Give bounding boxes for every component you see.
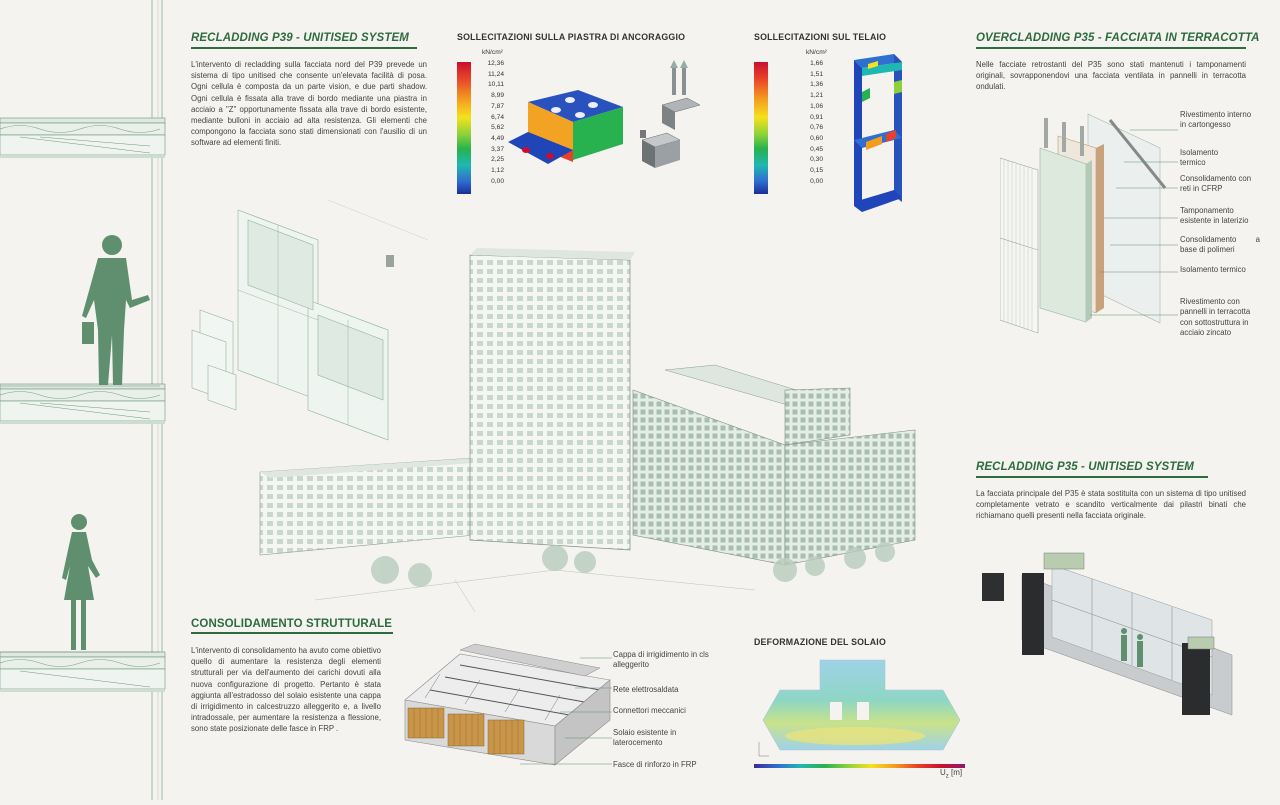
label-cappa: Cappa di irrigidimento in cls alleggerit…: [613, 650, 709, 670]
slab-section: [0, 383, 166, 424]
consolidamento-leader-lines: [520, 657, 612, 765]
terracotta-wall-exploded: [1000, 113, 1167, 334]
label-cartongesso: Rivestimento interno in cartongesso: [1180, 110, 1252, 130]
scale-value: 4,49: [491, 134, 504, 142]
recladding-p35-text: La facciata principale del P35 è stata s…: [976, 489, 1246, 521]
slab-section: [0, 117, 166, 158]
label-fasce: Fasce di rinforzo in FRP: [613, 760, 697, 769]
recladding-p35-title: RECLADDING P35 - UNITISED SYSTEM: [976, 461, 1194, 473]
telaio-color-scale: [754, 62, 768, 194]
label-isolamento: Isolamento termico: [1180, 148, 1219, 168]
label-rete: Rete elettrosaldata: [613, 685, 679, 694]
scale-value: 0,30: [810, 156, 823, 164]
overcladding-leader-lines: [1090, 129, 1178, 316]
facade-section-drawing: [0, 0, 166, 800]
scale-value: 1,36: [810, 81, 823, 89]
telaio-fem-render: [854, 54, 902, 212]
label-isolamento-2: Isolamento termico: [1180, 265, 1246, 274]
piastra-scale-labels: 12,36 11,24 10,11 8,99 7,87 6,74 5,62 4,…: [474, 59, 504, 187]
scale-value: 1,12: [491, 167, 504, 175]
scale-value: 11,24: [487, 70, 504, 78]
piastra-color-scale: [457, 62, 471, 194]
overcladding-p35-text: Nelle facciate retrostanti del P35 sono …: [976, 60, 1246, 92]
scale-value: 1,06: [810, 102, 823, 110]
scale-value: 1,21: [810, 92, 823, 100]
scale-value: 1,66: [810, 60, 823, 67]
building-complex-axonometry: [259, 248, 916, 613]
piastra-scale-unit: kN/cm²: [482, 49, 503, 56]
scale-value: 12,36: [487, 60, 504, 67]
recladding-p39-text: L'intervento di recladding sulla facciat…: [191, 60, 427, 148]
axis-subscript: z: [945, 773, 949, 780]
deformazione-title: DEFORMAZIONE DEL SOLAIO: [754, 637, 886, 647]
deformation-axis-label: Uz [m]: [940, 768, 962, 780]
scale-value: 10,11: [487, 81, 504, 89]
left-section-strip: [0, 0, 170, 800]
slab-deformation-map: [758, 659, 961, 757]
scale-value: 0,76: [810, 124, 823, 132]
scale-value: 0,00: [491, 177, 504, 185]
scale-value: 1,51: [810, 70, 823, 78]
label-cfrp: Consolidamento con reti in CFRP: [1180, 174, 1252, 194]
anchor-plate-exploded: [640, 60, 701, 168]
piastra-title: SOLLECITAZIONI SULLA PIASTRA DI ANCORAGG…: [457, 32, 686, 42]
slab-section: [0, 651, 166, 692]
scale-value: 6,74: [491, 113, 504, 121]
axis-symbol: U: [940, 768, 946, 777]
scale-value: 0,45: [810, 145, 823, 153]
man-figure: [82, 235, 150, 385]
scale-value: 0,15: [810, 167, 823, 175]
telaio-scale-unit: kN/cm²: [806, 49, 827, 56]
telaio-title: SOLLECITAZIONI SUL TELAIO: [754, 32, 887, 42]
consolidamento-title: CONSOLIDAMENTO STRUTTURALE: [191, 618, 393, 630]
overcladding-p35-title: OVERCLADDING P35 - FACCIATA IN TERRACOTT…: [976, 32, 1260, 44]
scale-value: 0,60: [810, 134, 823, 142]
scale-value: 7,87: [491, 102, 504, 110]
consolidamento-text: L'intervento di consolidamento ha avuto …: [191, 646, 381, 734]
label-solaio: Solaio esistente in laterocemento: [613, 728, 677, 748]
recladding-p39-rule: [191, 47, 417, 49]
recladding-p35-rule: [976, 476, 1208, 478]
axis-unit: [m]: [951, 768, 963, 777]
scale-value: 8,99: [491, 92, 504, 100]
telaio-scale-labels: 1,66 1,51 1,36 1,21 1,06 0,91 0,76 0,60 …: [795, 59, 823, 187]
consolidamento-rule: [191, 632, 393, 634]
label-terracotta: Rivestimento con pannelli in terracotta …: [1180, 297, 1251, 338]
woman-figure: [62, 514, 100, 650]
recladding-p39-title: RECLADDING P39 - UNITISED SYSTEM: [191, 32, 409, 44]
exploded-facade-axonometry: [191, 199, 428, 441]
label-connettori: Connettori meccanici: [613, 706, 686, 715]
deformation-color-scale: [754, 764, 965, 768]
scale-value: 0,91: [810, 113, 823, 121]
label-laterizio: Tamponamento esistente in laterizio: [1180, 206, 1249, 226]
scale-value: 0,00: [810, 177, 823, 185]
overcladding-p35-rule: [976, 47, 1246, 49]
label-polimeri: Consolidamento a base di polimeri: [1180, 235, 1260, 255]
unitised-facade-render: [982, 552, 1233, 716]
scale-value: 5,62: [491, 124, 504, 132]
scale-value: 3,37: [491, 145, 504, 153]
scale-value: 2,25: [491, 156, 504, 164]
slab-reinforcement-axonometry: [404, 643, 611, 766]
piastra-fem-render: [508, 90, 623, 164]
